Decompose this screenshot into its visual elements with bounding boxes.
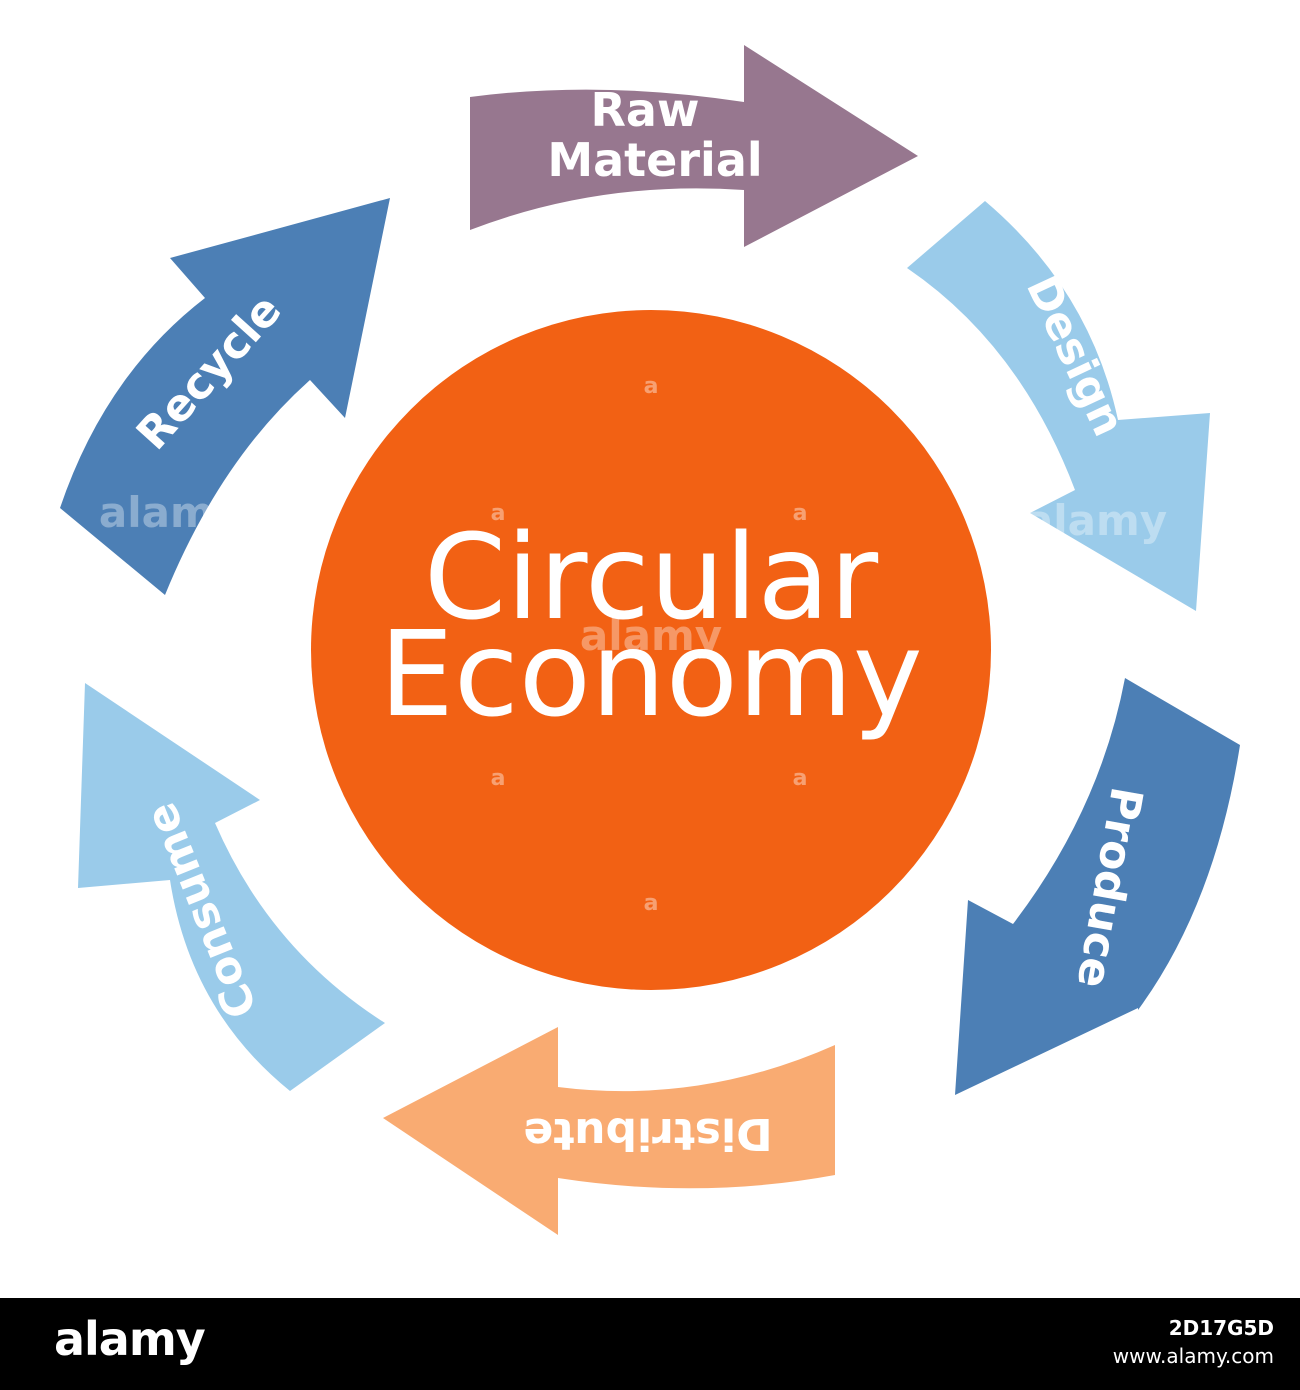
- watermark-glyph: a: [644, 891, 659, 916]
- produce-arrow: [955, 678, 1240, 1095]
- distribute-arrow: [383, 1027, 835, 1235]
- consume-arrow: [78, 683, 385, 1091]
- design-arrow: [907, 201, 1210, 611]
- footer-url: www.alamy.com: [1112, 1344, 1274, 1368]
- recycle-arrow: [60, 198, 390, 595]
- raw-material-label-line1: Raw: [591, 83, 700, 137]
- watermark-text: alamy: [580, 611, 722, 660]
- stage-raw-material: Raw Material: [470, 45, 918, 247]
- stage-produce: Produce: [955, 678, 1240, 1095]
- footer-info: 2D17G5D www.alamy.com: [1113, 1314, 1274, 1370]
- distribute-label: Distribute: [523, 1108, 772, 1159]
- watermark-glyph: a: [644, 374, 659, 399]
- watermark-glyph: a: [793, 501, 808, 526]
- center-hub: Circular Economy alamy a a a a a a: [311, 310, 991, 990]
- watermark-text: alamy: [99, 488, 241, 537]
- footer-bar: alamy 2D17G5D www.alamy.com: [0, 1298, 1300, 1390]
- watermark-glyph: a: [491, 501, 506, 526]
- raw-material-arrow: [470, 45, 918, 247]
- footer-image-id: 2D17G5D: [1168, 1316, 1274, 1340]
- center-title-line1: Circular: [424, 508, 879, 646]
- footer-logo: alamy: [54, 1312, 206, 1366]
- center-circle: [311, 310, 991, 990]
- stage-distribute: Distribute: [383, 1027, 835, 1235]
- watermark-text: alamy: [1025, 496, 1167, 545]
- circular-economy-diagram: Raw Material Design alamy Produce Distri…: [60, 45, 1240, 1235]
- watermark-glyph: a: [491, 766, 506, 791]
- watermark-glyph: a: [793, 766, 808, 791]
- center-title-line2: Economy: [379, 605, 922, 743]
- raw-material-label-line2: Material: [547, 133, 762, 187]
